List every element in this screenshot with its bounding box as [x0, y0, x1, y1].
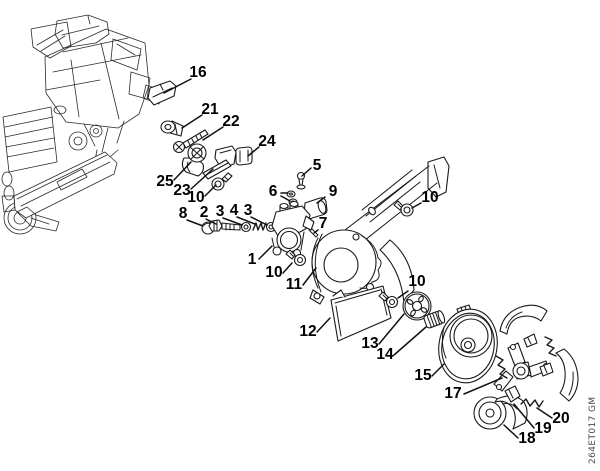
callout-3a: 3	[216, 203, 225, 220]
part-5-drawing	[296, 171, 306, 190]
leader-3a	[222, 217, 243, 226]
figure-code-watermark: 264ET017 GM	[588, 396, 598, 464]
part-7-pin-drawing	[308, 227, 319, 238]
leader-15	[431, 363, 445, 377]
part-23-drawing	[202, 145, 237, 180]
part-2-screw-drawing	[208, 219, 241, 232]
callout-18: 18	[518, 430, 536, 447]
callout-25: 25	[156, 173, 174, 190]
callout-12: 12	[299, 323, 316, 340]
leader-6b	[280, 195, 291, 202]
callout-21: 21	[201, 101, 219, 118]
leader-8	[186, 219, 204, 227]
leader-9	[316, 196, 326, 204]
leader-lines	[163, 78, 553, 439]
part-22-screw-drawing	[172, 129, 209, 154]
leader-10c	[411, 202, 422, 209]
leader-10b	[282, 262, 293, 274]
callout-6: 6	[269, 183, 278, 200]
callout-22: 22	[222, 113, 239, 130]
leader-10a	[204, 184, 217, 197]
callout-8: 8	[179, 205, 188, 222]
callout-13: 13	[361, 335, 379, 352]
callout-11: 11	[286, 276, 303, 293]
leader-17	[463, 377, 503, 395]
part-13-sprocket-drawing	[402, 291, 432, 321]
callout-10d: 10	[408, 273, 425, 290]
part-10-screw-c-drawing	[393, 200, 414, 217]
part-11-bracket-drawing	[309, 156, 450, 305]
leader-21	[181, 114, 203, 129]
callout-4: 4	[230, 202, 239, 219]
callout-23: 23	[173, 182, 191, 199]
part-20-springs-drawing	[495, 336, 557, 408]
callout-15: 15	[414, 367, 432, 384]
leader-14	[393, 326, 427, 356]
part-19-levers-drawing	[504, 333, 554, 403]
callout-5: 5	[313, 157, 322, 174]
leader-18	[503, 424, 519, 439]
part-16-drawing	[147, 80, 177, 106]
leader-3b	[250, 216, 268, 226]
callout-2: 2	[200, 204, 209, 221]
leader-19	[513, 403, 535, 429]
engine-assembly-drawing	[1, 14, 164, 235]
part-18-shoes-drawing	[473, 304, 579, 430]
part-1-body-drawing	[271, 200, 315, 258]
part-25-drawing	[181, 143, 207, 177]
callout-20: 20	[552, 410, 569, 427]
leader-13	[378, 313, 405, 345]
callout-14: 14	[376, 346, 394, 363]
part-14-bearing-drawing	[423, 310, 446, 329]
leader-10d	[397, 290, 409, 299]
part-10-screw-d-drawing	[378, 291, 399, 309]
callout-1: 1	[248, 251, 257, 268]
part-17-hub-drawing	[493, 342, 550, 392]
callout-10a: 10	[187, 189, 204, 206]
callout-19: 19	[534, 420, 552, 437]
leader-24	[247, 146, 260, 157]
leader-12	[316, 317, 331, 333]
part-10-screw-b-drawing	[285, 249, 307, 267]
part-24-drawing	[235, 146, 253, 166]
part-3-washer-a-drawing	[240, 221, 252, 233]
callout-3b: 3	[244, 202, 253, 219]
callout-7: 7	[319, 215, 328, 232]
leader-1	[258, 245, 273, 260]
part-21-drawing	[160, 120, 184, 137]
leader-5	[301, 167, 312, 177]
part-12-plate-drawing	[330, 285, 392, 342]
leader-2	[205, 218, 217, 225]
leader-11	[302, 267, 317, 286]
callout-10c: 10	[421, 189, 438, 206]
callout-9: 9	[329, 183, 338, 200]
leader-16	[163, 78, 192, 94]
leader-25	[173, 161, 192, 181]
callout-labels: 16 21 22 24 25 23 10 8 2 3 4 3 5 6 9 7 1…	[156, 64, 569, 447]
leader-22	[202, 126, 224, 141]
callout-17: 17	[444, 385, 461, 402]
part-9-sleeve-drawing	[303, 197, 328, 220]
leader-4	[236, 216, 256, 225]
callout-10b: 10	[265, 264, 282, 281]
part-15-drum-drawing	[438, 304, 498, 384]
callout-24: 24	[258, 133, 276, 150]
callout-16: 16	[189, 64, 207, 81]
leader-20	[536, 407, 553, 419]
leader-7	[313, 229, 319, 234]
leader-23	[190, 168, 214, 190]
